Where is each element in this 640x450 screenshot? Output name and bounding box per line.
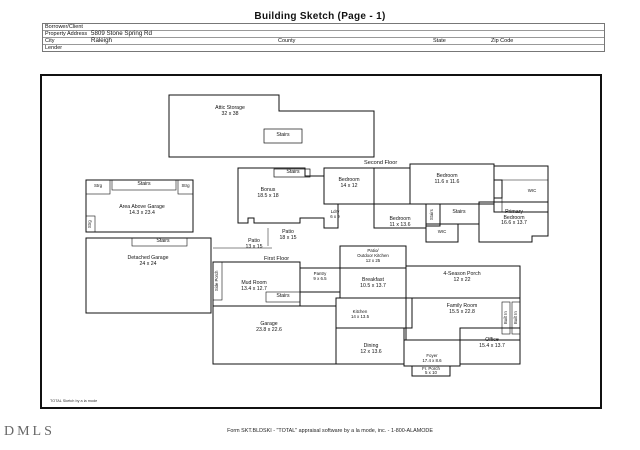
storage2-box [177,179,194,195]
property-address-row: Property Address 5809 Stone Spring Rd [43,30,604,38]
builtin1-label: Built In [513,311,518,325]
upper-bath-outline [373,167,411,205]
storage3-box [85,215,96,233]
floor-plan-drawing [85,94,549,377]
kitchen-outline [335,297,413,329]
garage-outline [212,305,337,365]
zip-label: Zip Code [491,38,514,44]
first-stairs-label: Stairs [276,293,290,299]
city-row: City Raleigh County State Zip Code [43,37,604,45]
property-address-label: Property Address [45,31,88,37]
upper-stairs2-label: Stairs [452,209,466,215]
storage1-box [85,179,111,195]
side-porch-box [212,261,223,301]
detached-stairs-box [131,237,188,247]
foyer-outline [403,339,461,367]
form-footer: Form SKT.BLDSKI - "TOTAL" appraisal soft… [227,428,433,434]
primary-bedroom-outline [478,201,549,243]
wic2-label: WIC [437,229,447,234]
document-title: Building Sketch (Page - 1) [254,11,386,22]
first-floor-label: First Floor [264,256,290,262]
upper-stairs-label: Stairs [286,169,300,175]
side-porch-label: Side Porch [214,270,219,292]
stairs-vertical-label: Stairs [429,209,434,221]
city-value: Raleigh [91,37,112,44]
garage-above-stairs-box [111,179,177,191]
property-header-table: Borrower/Client Property Address 5809 St… [42,23,605,52]
front-porch-outline [411,365,451,377]
sketch-credit: TOTAL Sketch by a la mode [50,399,98,403]
storage1-label: Strg [93,183,103,188]
first-stairs-box [265,291,301,303]
upper-stairs-box [273,168,311,178]
storage2-label: Strg [181,183,190,188]
property-address-value: 5809 Stone Spring Rd [91,30,152,37]
county-label: County [278,38,296,44]
state-label: State [433,38,446,44]
lender-row: Lender [43,45,604,51]
attic-stairs-label: Stairs [276,132,290,138]
borrower-label: Borrower/Client [45,24,83,30]
office-outline [459,327,521,365]
detached-garage-outline [85,237,212,314]
borrower-row: Borrower/Client [43,24,604,31]
lender-label: Lender [45,45,63,51]
garage-above-stairs-label: Stairs [137,181,151,187]
wic1-outline [501,179,549,213]
bonus-outline [237,167,339,229]
storage3-label: Strg [87,220,92,228]
builtin2-box [501,301,511,335]
wic2-outline [425,223,459,243]
wic1-label: WIC [527,188,537,193]
detached-stairs-label: Stairs [156,238,170,244]
builtin1-box [511,301,521,335]
attic-stairs-box [263,128,303,144]
dmls-logo: DMLS [4,424,55,439]
attic-outline [168,94,375,158]
second-floor-label: Second Floor [364,160,398,166]
builtin2-label: Built In [503,311,508,325]
city-label: City [45,38,55,44]
